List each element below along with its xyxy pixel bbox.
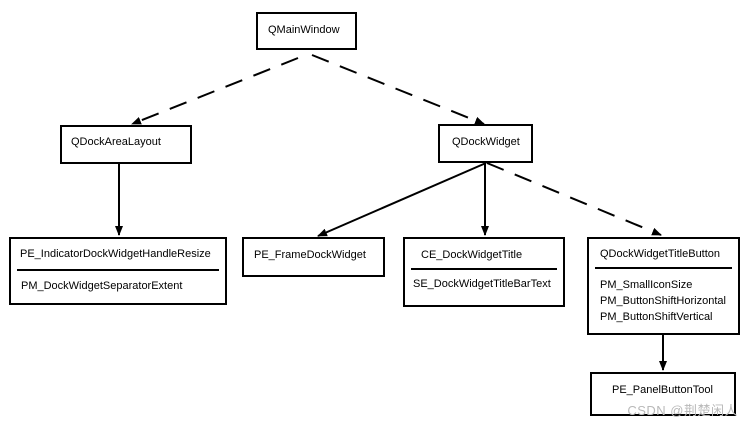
node-title: QDockWidgetTitleButton bbox=[600, 248, 721, 260]
node-item: PM_DockWidgetSeparatorExtent bbox=[21, 280, 183, 292]
edge-qdockwidget-to-qdockwidgettitlebutton bbox=[486, 162, 662, 236]
edge-qmainwindow-to-qdockarealayout bbox=[131, 57, 299, 125]
node-title: QMainWindow bbox=[268, 24, 340, 36]
node-title: QDockAreaLayout bbox=[71, 136, 161, 148]
node-qmainwindow: QMainWindow bbox=[256, 12, 357, 50]
node-pe-framedockwidget: PE_FrameDockWidget bbox=[242, 237, 385, 277]
edge-qmainwindow-to-qdockwidget bbox=[311, 54, 485, 125]
node-divider bbox=[17, 269, 219, 271]
node-divider bbox=[411, 268, 557, 270]
node-item: SE_DockWidgetTitleBarText bbox=[413, 278, 551, 290]
node-qdockwidget: QDockWidget bbox=[438, 124, 533, 163]
node-title: PE_FrameDockWidget bbox=[254, 249, 366, 261]
node-item: PM_ButtonShiftHorizontal bbox=[600, 295, 726, 307]
node-qdockwidgettitlebutton: QDockWidgetTitleButton PM_SmallIconSize … bbox=[587, 237, 740, 335]
node-title: CE_DockWidgetTitle bbox=[421, 249, 523, 261]
node-ce-dockwidgettitle: CE_DockWidgetTitle SE_DockWidgetTitleBar… bbox=[403, 237, 565, 307]
node-divider bbox=[595, 267, 732, 269]
edge-qdockwidget-to-pe-framedock bbox=[317, 162, 487, 237]
node-pe-panelbuttontool: PE_PanelButtonTool bbox=[590, 372, 736, 416]
node-item: PM_ButtonShiftVertical bbox=[600, 311, 713, 323]
node-title: PE_IndicatorDockWidgetHandleResize bbox=[20, 248, 211, 260]
watermark-text: CSDN @荆楚闲人 bbox=[627, 403, 738, 418]
node-title: QDockWidget bbox=[452, 136, 520, 148]
node-title: PE_PanelButtonTool bbox=[612, 384, 713, 396]
node-pe-indicatordockwidgethandleresize: PE_IndicatorDockWidgetHandleResize PM_Do… bbox=[9, 237, 227, 305]
node-item: PM_SmallIconSize bbox=[600, 279, 693, 291]
node-qdockarealayout: QDockAreaLayout bbox=[60, 125, 192, 164]
